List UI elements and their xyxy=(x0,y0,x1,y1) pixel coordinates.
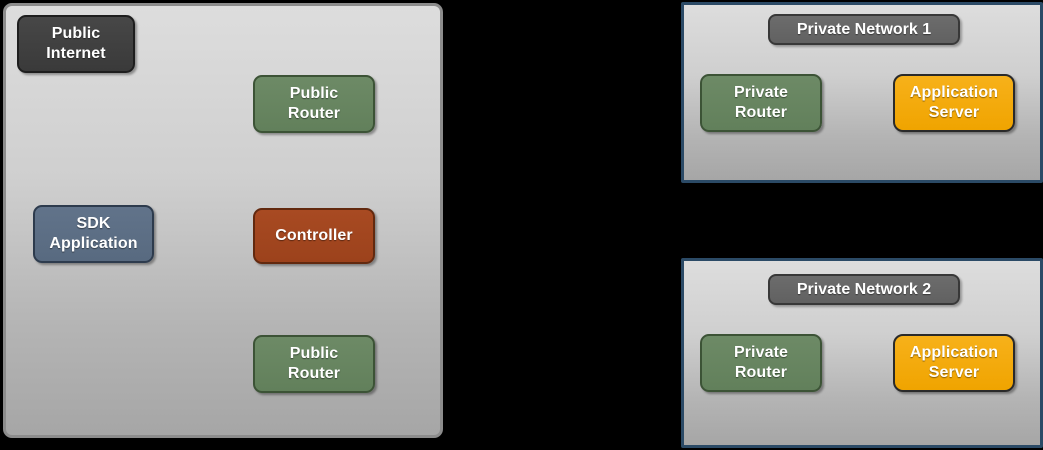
zone-private-network-2-title: Private Network 2 xyxy=(796,280,932,298)
node-public-internet-label: Public Internet xyxy=(46,25,106,62)
node-private-router-2-label: Private Router xyxy=(733,344,789,381)
node-sdk-application[interactable]: SDK Application xyxy=(33,205,154,263)
node-private-router-1[interactable]: Private Router xyxy=(700,74,822,132)
node-public-router-bottom[interactable]: Public Router xyxy=(253,335,375,393)
node-application-server-1[interactable]: Application Server xyxy=(893,74,1015,132)
zone-public-internet: Public Internet Public Router SDK Applic… xyxy=(3,3,443,438)
node-application-server-2-label: Application Server xyxy=(909,344,999,381)
node-sdk-application-label: SDK Application xyxy=(49,215,138,252)
zone-private-network-1: Private Network 1 Private Router Applica… xyxy=(681,2,1043,183)
node-private-router-2[interactable]: Private Router xyxy=(700,334,822,392)
node-public-router-top-label: Public Router xyxy=(287,85,341,122)
node-public-router-bottom-label: Public Router xyxy=(287,345,341,382)
zone-private-network-2-header: Private Network 2 xyxy=(768,274,960,305)
zone-private-network-1-title: Private Network 1 xyxy=(796,20,932,38)
node-controller[interactable]: Controller xyxy=(253,208,375,264)
zone-private-network-2: Private Network 2 Private Router Applica… xyxy=(681,258,1043,448)
node-application-server-1-label: Application Server xyxy=(909,84,999,121)
node-public-router-top[interactable]: Public Router xyxy=(253,75,375,133)
node-application-server-2[interactable]: Application Server xyxy=(893,334,1015,392)
node-public-internet[interactable]: Public Internet xyxy=(17,15,135,73)
node-controller-label: Controller xyxy=(275,227,353,244)
zone-private-network-1-header: Private Network 1 xyxy=(768,14,960,45)
node-private-router-1-label: Private Router xyxy=(733,84,789,121)
